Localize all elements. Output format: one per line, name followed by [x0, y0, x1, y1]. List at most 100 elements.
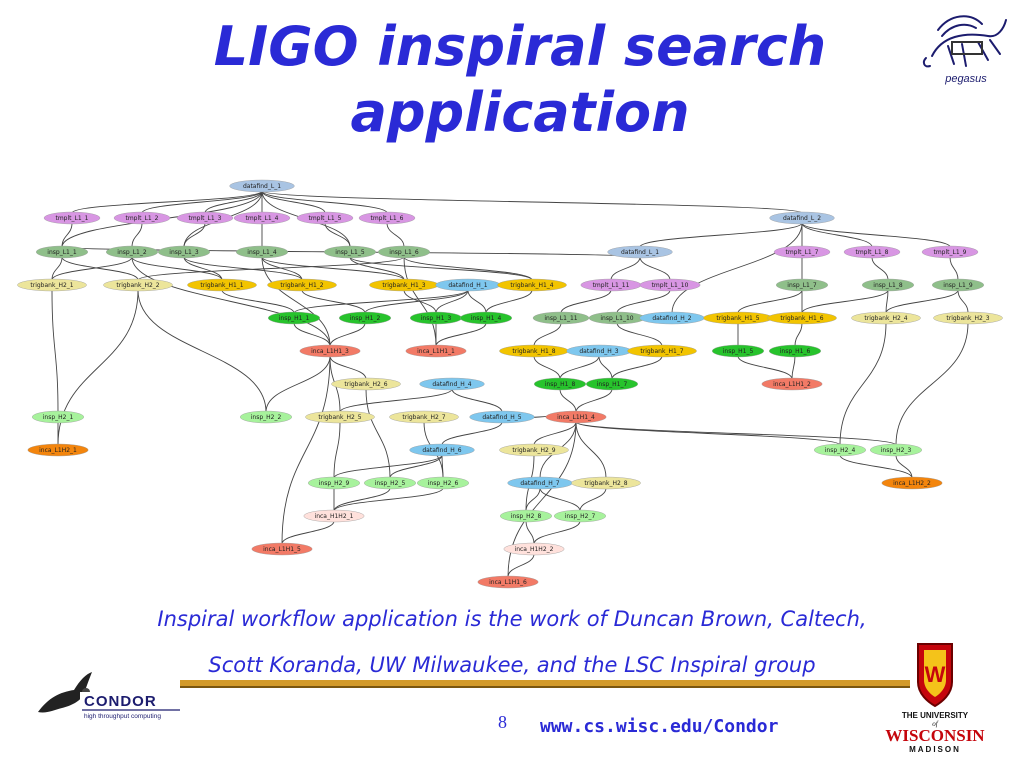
workflow-node-label: tmplt_L1_11 — [593, 282, 630, 289]
workflow-node-tbH22: trigbank_H2_2 — [103, 278, 173, 292]
workflow-node-label: datafind_H_6 — [422, 447, 461, 454]
workflow-node-iL16: insp_L1_6 — [378, 245, 431, 259]
edge-tL15-to-iL15 — [324, 222, 351, 248]
edge-tL18-to-iL18 — [871, 256, 889, 281]
edge-tbH26-to-iH25 — [365, 388, 391, 479]
edge-iL14-to-incaL1H13 — [261, 256, 331, 347]
edge-tbH28-to-iH27 — [579, 487, 607, 512]
workflow-node-label: insp_H1_6 — [780, 348, 811, 355]
workflow-node-iL11: insp_L1_1 — [36, 245, 88, 259]
workflow-node-iL17: insp_L1_7 — [776, 278, 829, 292]
workflow-node-label: trigbank_H1_2 — [280, 282, 323, 289]
workflow-node-tL11: tmplt_L1_1 — [43, 211, 101, 225]
condor-name-box — [80, 692, 180, 710]
workflow-node-shape — [267, 278, 337, 292]
uw-crest-letter: W — [925, 662, 946, 687]
pegasus-logo: pegasus — [922, 15, 1007, 85]
edge-incaL1H14-to-iH24 — [575, 421, 841, 446]
workflow-node-label: insp_H2_8 — [511, 513, 542, 520]
edge-iH17-to-incaL1H14 — [575, 388, 613, 413]
condor-logo: CONDOR high throughput computing — [38, 672, 180, 720]
edge-iL16-to-incaL1H11 — [403, 256, 437, 347]
edge-incaL1H14-to-tbH28 — [575, 421, 607, 479]
workflow-node-label: tmplt_L1_4 — [245, 215, 278, 222]
edge-tbH14-to-iH14 — [485, 289, 533, 314]
edge-iH15-to-incaL1H12 — [737, 355, 793, 380]
workflow-node-shape — [921, 245, 979, 259]
edge-dfL2-to-tL18 — [801, 222, 873, 248]
workflow-node-tbH23: trigbank_H2_3 — [933, 311, 1003, 325]
workflow-node-shape — [586, 377, 639, 391]
workflow-node-tbH18: trigbank_H1_8 — [499, 344, 569, 358]
edge-iL13-to-tbH12 — [183, 256, 303, 281]
workflow-node-shape — [268, 311, 321, 325]
workflow-node-label: insp_H2_1 — [43, 414, 74, 421]
workflow-node-shape — [881, 476, 943, 490]
workflow-node-label: insp_L1_4 — [247, 249, 277, 256]
edge-tbH24-to-iH24 — [839, 322, 887, 446]
edge-dfH4-to-tbH25 — [339, 388, 453, 413]
edge-dfH1-to-iH12 — [364, 289, 469, 314]
workflow-node-label: inca_L1H1_6 — [489, 579, 527, 586]
edge-incaL1H13-to-iH22 — [265, 355, 331, 413]
workflow-node-shape — [157, 245, 210, 259]
workflow-node-tbH28: trigbank_H2_8 — [571, 476, 641, 490]
workflow-node-label: insp_L1_6 — [389, 249, 419, 256]
edge-tL13-to-iL13 — [183, 222, 206, 248]
workflow-node-shape — [607, 245, 673, 259]
workflow-node-label: insp_H2_4 — [825, 447, 856, 454]
workflow-node-incaH1H21: inca_H1H2_1 — [303, 509, 365, 523]
workflow-node-label: tmplt_L1_8 — [855, 249, 888, 256]
workflow-node-shape — [36, 245, 88, 259]
workflow-node-shape — [27, 443, 89, 457]
workflow-node-label: insp_L1_1 — [47, 249, 77, 256]
workflow-node-label: datafind_H_1 — [448, 282, 487, 289]
workflow-node-label: inca_H1H2_1 — [315, 513, 354, 520]
workflow-node-shape — [358, 211, 416, 225]
workflow-node-dfL_1b: datafind_L_1 — [607, 245, 673, 259]
workflow-node-label: trigbank_H2_1 — [30, 282, 73, 289]
workflow-node-shape — [639, 278, 701, 292]
caption-line-2: Scott Koranda, UW Milwaukee, and the LSC… — [208, 653, 816, 677]
edge-dfH6-to-iH29 — [333, 454, 443, 479]
pegasus-horse-icon — [922, 15, 1007, 68]
workflow-node-dfH2: datafind_H_2 — [639, 311, 705, 325]
workflow-node-iL111: insp_L1_11 — [532, 311, 590, 325]
workflow-node-label: insp_L1_9 — [943, 282, 973, 289]
edge-incaH1H22-to-incaL1H16 — [507, 553, 535, 578]
workflow-node-incaL1H16: inca_L1H1_6 — [477, 575, 539, 589]
workflow-node-shape — [305, 410, 375, 424]
workflow-node-label: tmplt_L1_6 — [370, 215, 403, 222]
edge-iL18-to-tbH24 — [885, 289, 889, 314]
workflow-node-label: insp_H2_7 — [565, 513, 596, 520]
workflow-node-dfH1: datafind_H_1 — [435, 278, 501, 292]
edge-tbH21-to-iH21 — [51, 289, 59, 413]
workflow-node-label: insp_H1_1 — [279, 315, 310, 322]
workflow-node-label: datafind_H_4 — [432, 381, 471, 388]
edge-dfH1-to-iH14 — [467, 289, 487, 314]
workflow-node-shape — [113, 211, 171, 225]
workflow-node-shape — [767, 311, 837, 325]
bottom-rule — [180, 680, 910, 688]
workflow-node-shape — [627, 344, 697, 358]
workflow-node-iH11: insp_H1_1 — [268, 311, 321, 325]
edge-dfL2-to-dfL_1b — [639, 222, 803, 248]
workflow-node-tbH16: trigbank_H1_6 — [767, 311, 837, 325]
workflow-node-shape — [712, 344, 765, 358]
edge-iH24-to-incaL1H22 — [839, 454, 913, 479]
workflow-node-label: datafind_H_7 — [520, 480, 559, 487]
edge-tL110-to-iL110 — [616, 289, 671, 314]
edge-tL19-to-iL19 — [949, 256, 959, 281]
workflow-node-label: inca_L1H1_2 — [773, 381, 811, 388]
edge-iL14-to-tbH12 — [261, 256, 303, 281]
workflow-node-shape — [187, 278, 257, 292]
workflow-node-incaL1H14: inca_L1H1_4 — [545, 410, 607, 424]
workflow-node-label: datafind_H_5 — [482, 414, 521, 421]
workflow-node-shape — [534, 377, 587, 391]
edge-iL110-to-tbH17 — [616, 322, 663, 347]
workflow-node-iH14: insp_H1_4 — [460, 311, 513, 325]
workflow-node-iH23: insp_H2_3 — [870, 443, 923, 457]
workflow-node-label: insp_H1_8 — [545, 381, 576, 388]
footer-url[interactable]: www.cs.wisc.edu/Condor — [540, 716, 779, 737]
edge-iL19-to-tbH24 — [885, 289, 959, 314]
